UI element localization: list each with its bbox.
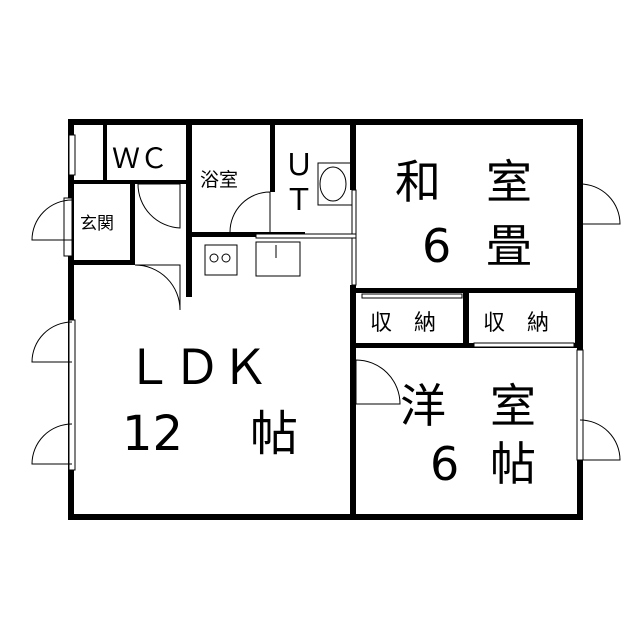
- room-label-entrance: 玄関: [80, 214, 114, 234]
- room-label-storage-2: 収 納: [483, 311, 549, 336]
- room-label-storage-1: 収 納: [370, 311, 436, 336]
- room-label-ldk: ＬＤＫ: [125, 340, 269, 396]
- room-label-ldk-unit: 帖: [250, 406, 298, 462]
- stove-fixture: [204, 244, 238, 276]
- room-label-ut-t: Ｔ: [284, 183, 314, 218]
- room-label-washitsu-size: 6: [422, 219, 451, 273]
- room-label-ldk-size: 12: [122, 406, 183, 462]
- room-label-ut-u: Ｕ: [284, 148, 314, 183]
- kitchen-sink-fixture: [255, 241, 301, 277]
- room-label-wc: ＷＣ: [112, 142, 168, 175]
- room-label-washitsu-1: 和: [395, 155, 441, 209]
- room-label-yoshitsu-2: 室: [490, 379, 536, 433]
- room-label-yoshitsu-1: 洋: [400, 379, 446, 433]
- room-label-yoshitsu-unit: 帖: [490, 437, 536, 491]
- room-label-washitsu-2: 室: [486, 155, 532, 209]
- sink-fixture: [317, 162, 353, 206]
- windows: [63, 134, 584, 471]
- interior-walls: [72, 122, 581, 520]
- room-label-yoshitsu-size: 6: [430, 437, 459, 491]
- room-label-bath: 浴室: [200, 169, 238, 191]
- doors: [31, 183, 621, 465]
- room-label-washitsu-unit: 畳: [486, 219, 532, 273]
